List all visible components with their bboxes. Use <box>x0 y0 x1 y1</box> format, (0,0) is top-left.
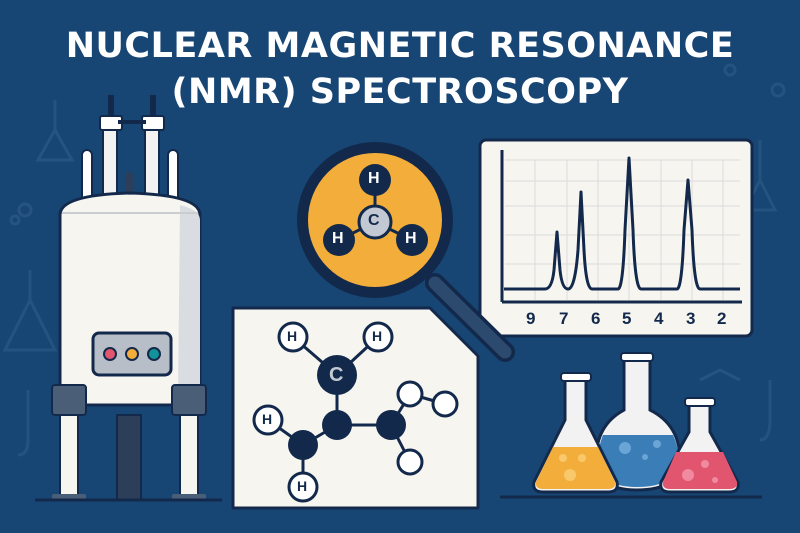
molecule-h-2: H <box>372 328 383 344</box>
lab-flasks-icon <box>500 352 762 499</box>
magnifier-c-center: C <box>368 212 380 229</box>
nmr-spectrometer-icon <box>35 95 222 502</box>
magnifying-glass-icon <box>297 142 515 362</box>
nmr-spectrum-chart <box>478 138 754 338</box>
magnifier-h-left: H <box>332 230 344 247</box>
flask-blue <box>594 352 682 492</box>
molecule-panel <box>231 306 480 510</box>
page-title-line-2: (NMR) SPECTROSCOPY <box>171 72 629 112</box>
molecule-h-3: H <box>262 411 273 427</box>
page-title-line-1: NUCLEAR MAGNETIC RESONANCE <box>65 26 735 66</box>
flask-pink <box>659 397 740 494</box>
x-label: 7 <box>559 309 569 328</box>
molecule-h-1: H <box>287 328 298 344</box>
x-label: 4 <box>654 309 664 328</box>
indicator-light-pink <box>103 347 117 361</box>
x-label: 9 <box>526 309 536 328</box>
x-label: 6 <box>591 309 601 328</box>
x-label: 5 <box>622 309 632 328</box>
background-decorations <box>2 63 786 457</box>
flask-orange <box>532 372 619 494</box>
indicator-light-teal <box>147 347 161 361</box>
magnifier-h-right: H <box>405 230 417 247</box>
x-label: 3 <box>686 309 696 328</box>
indicator-light-orange <box>125 347 139 361</box>
x-label: 2 <box>717 309 727 328</box>
molecule-h-4: H <box>297 478 308 494</box>
molecule-c: C <box>329 364 344 386</box>
magnifier-h-top: H <box>368 170 380 187</box>
spectrum-trace <box>504 156 740 291</box>
